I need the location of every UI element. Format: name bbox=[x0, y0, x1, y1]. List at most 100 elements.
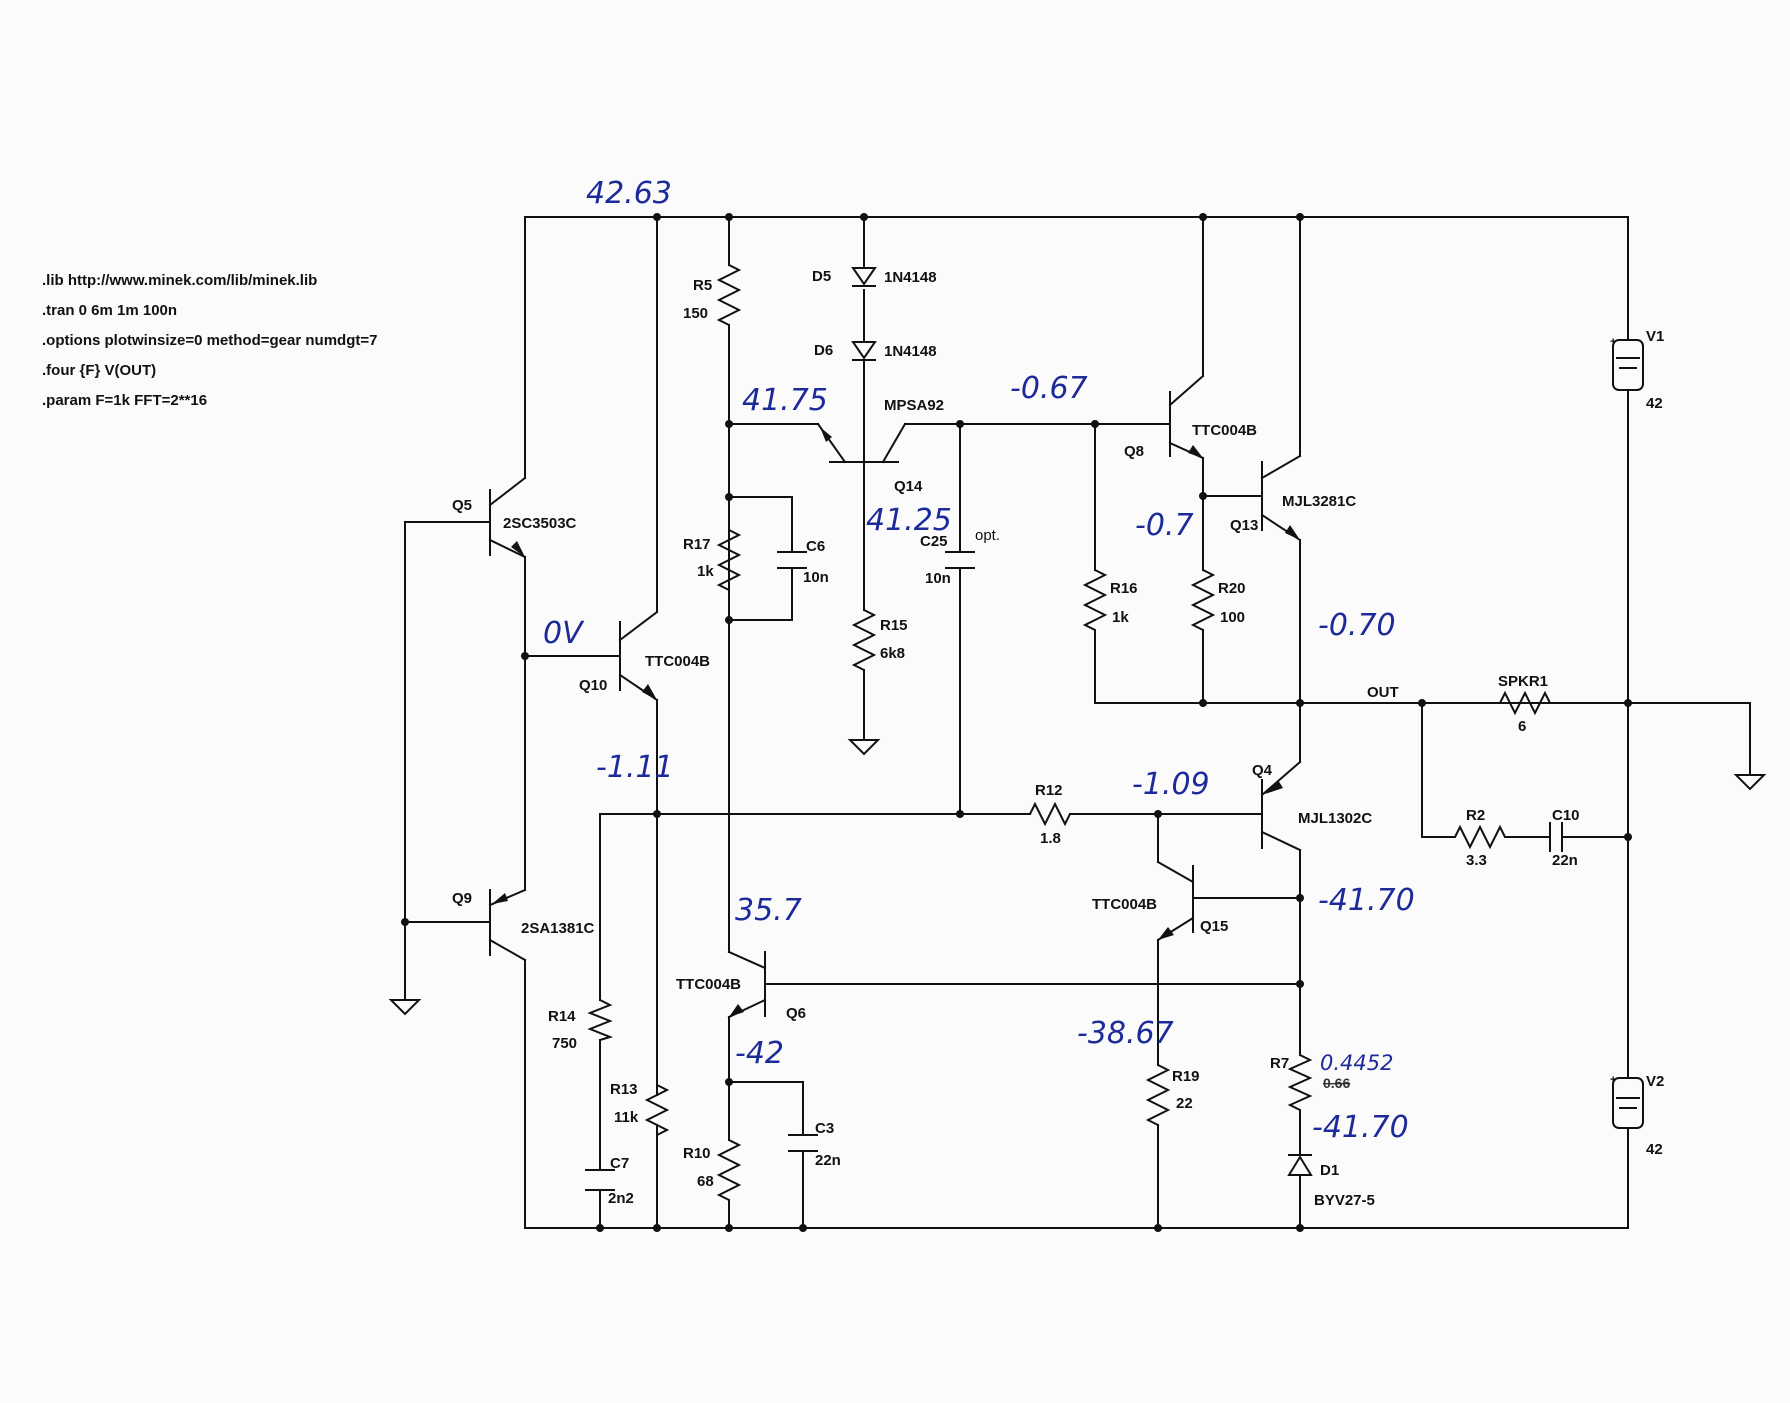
c25-value: 10n bbox=[925, 570, 951, 587]
q4-value: MJL1302C bbox=[1298, 810, 1372, 827]
ground-icon bbox=[1733, 774, 1767, 791]
transistor-q15: TTC004B Q15 bbox=[1092, 860, 1239, 942]
voltage-q14-base: 41.75 bbox=[742, 383, 828, 418]
r13-value: 11k bbox=[614, 1109, 639, 1126]
junctions bbox=[401, 213, 1632, 1232]
svg-text:+: + bbox=[1610, 1074, 1616, 1086]
voltage-q10-emitter: -1.11 bbox=[596, 750, 674, 785]
c25-ref: C25 bbox=[920, 533, 948, 550]
resistor-r19: R19 22 bbox=[1145, 1064, 1200, 1126]
voltage-input-node: 0V bbox=[543, 616, 585, 651]
v1-value: 42 bbox=[1646, 395, 1663, 412]
resistor-r5: R5 150 bbox=[683, 264, 742, 326]
r20-ref: R20 bbox=[1218, 580, 1246, 597]
directive-lib: .lib http://www.minek.com/lib/minek.lib bbox=[42, 272, 317, 289]
r16-ref: R16 bbox=[1110, 580, 1138, 597]
r10-ref: R10 bbox=[683, 1145, 711, 1162]
resistor-r14: R14 750 bbox=[548, 999, 614, 1052]
d5-ref: D5 bbox=[812, 268, 831, 285]
directive-four: .four {F} V(OUT) bbox=[42, 362, 156, 379]
source-v1: + V1 42 bbox=[1610, 328, 1664, 412]
c10-ref: C10 bbox=[1552, 807, 1580, 824]
resistor-r16: R16 1k bbox=[1082, 569, 1138, 631]
voltage-q13-emitter: -0.70 bbox=[1318, 608, 1396, 643]
diode-d6: D6 1N4148 bbox=[814, 341, 937, 361]
voltage-rail-top: 42.63 bbox=[586, 176, 672, 211]
transistor-q4: Q4 MJL1302C bbox=[1239, 760, 1372, 852]
r17-ref: R17 bbox=[683, 536, 711, 553]
q6-value: TTC004B bbox=[676, 976, 741, 993]
c6-value: 10n bbox=[803, 569, 829, 586]
voltage-q13-base: -0.7 bbox=[1135, 508, 1194, 543]
resistor-r12: R12 1.8 bbox=[1029, 782, 1071, 847]
r17-value: 1k bbox=[697, 563, 714, 580]
r2-ref: R2 bbox=[1466, 807, 1485, 824]
r2-value: 3.3 bbox=[1466, 852, 1487, 869]
transistor-q8: TTC004B Q8 bbox=[1124, 374, 1257, 460]
transistor-q9: Q9 2SA1381C bbox=[452, 888, 595, 962]
d6-value: 1N4148 bbox=[884, 343, 937, 360]
source-v2: + V2 42 bbox=[1610, 1073, 1664, 1158]
voltage-q4-base: -1.09 bbox=[1132, 767, 1210, 802]
r5-ref: R5 bbox=[693, 277, 712, 294]
q14-ref: Q14 bbox=[894, 478, 923, 495]
directive-tran: .tran 0 6m 1m 100n bbox=[42, 302, 177, 319]
transistor-q10: TTC004B Q10 bbox=[579, 610, 710, 702]
voltage-q14-emitter: 41.25 bbox=[866, 503, 952, 538]
q9-ref: Q9 bbox=[452, 890, 472, 907]
q9-value: 2SA1381C bbox=[521, 920, 595, 937]
voltage-q6-emitter: -42 bbox=[735, 1036, 784, 1071]
transistor-q14: MPSA92 Q14 bbox=[816, 397, 944, 495]
r19-value: 22 bbox=[1176, 1095, 1193, 1112]
r16-value: 1k bbox=[1112, 609, 1129, 626]
resistor-r2: R2 3.3 bbox=[1454, 807, 1506, 869]
capacitor-c7: C7 2n2 bbox=[585, 1155, 634, 1207]
diode-d1: D1 BYV27-5 bbox=[1287, 1154, 1375, 1209]
q5-ref: Q5 bbox=[452, 497, 472, 514]
diode-d5: D5 1N4148 bbox=[812, 267, 937, 287]
resistor-r13: R13 11k bbox=[610, 1081, 670, 1136]
ground-symbols bbox=[388, 739, 1767, 1016]
v2-value: 42 bbox=[1646, 1141, 1663, 1158]
spkr1-ref: SPKR1 bbox=[1498, 673, 1548, 690]
q8-ref: Q8 bbox=[1124, 443, 1144, 460]
capacitor-c25: C25 10n opt. bbox=[920, 527, 1000, 587]
voltage-d1-anode: -41.70 bbox=[1312, 1110, 1409, 1145]
r20-value: 100 bbox=[1220, 609, 1245, 626]
r12-ref: R12 bbox=[1035, 782, 1063, 799]
spkr1-value: 6 bbox=[1518, 718, 1526, 735]
capacitor-c10: C10 22n bbox=[1549, 807, 1580, 869]
r10-value: 68 bbox=[697, 1173, 714, 1190]
v2-ref: V2 bbox=[1646, 1073, 1664, 1090]
capacitor-c6: C6 10n bbox=[777, 538, 829, 586]
voltage-q4-collector: -41.70 bbox=[1318, 883, 1415, 918]
d6-ref: D6 bbox=[814, 342, 833, 359]
handwritten-annotations: 42.63 41.75 41.25 -0.67 -0.7 -0.70 0V -1… bbox=[543, 176, 1415, 1145]
q10-value: TTC004B bbox=[645, 653, 710, 670]
voltage-q15-emitter: -38.67 bbox=[1077, 1016, 1174, 1051]
svg-text:+: + bbox=[1610, 336, 1616, 348]
resistor-spkr1: SPKR1 6 bbox=[1498, 673, 1629, 735]
r5-value: 150 bbox=[683, 305, 708, 322]
q10-ref: Q10 bbox=[579, 677, 607, 694]
c25-note: opt. bbox=[975, 527, 1000, 544]
c10-value: 22n bbox=[1552, 852, 1578, 869]
v1-ref: V1 bbox=[1646, 328, 1664, 345]
r14-ref: R14 bbox=[548, 1008, 576, 1025]
transistor-q5: Q5 2SC3503C bbox=[452, 476, 577, 559]
r7-value-struck: 0.66 bbox=[1323, 1075, 1350, 1091]
d1-ref: D1 bbox=[1320, 1162, 1339, 1179]
resistor-r7: R7 0.66 bbox=[1270, 1054, 1350, 1111]
ground-icon bbox=[388, 999, 422, 1016]
q5-value: 2SC3503C bbox=[503, 515, 577, 532]
q13-value: MJL3281C bbox=[1282, 493, 1356, 510]
q13-ref: Q13 bbox=[1230, 517, 1258, 534]
directive-param: .param F=1k FFT=2**16 bbox=[42, 392, 207, 409]
r7-new-value: 0.4452 bbox=[1320, 1051, 1393, 1075]
d5-value: 1N4148 bbox=[884, 269, 937, 286]
ground-icon bbox=[847, 739, 881, 756]
transistor-q13: MJL3281C Q13 bbox=[1230, 454, 1356, 542]
wires bbox=[404, 216, 1751, 1229]
